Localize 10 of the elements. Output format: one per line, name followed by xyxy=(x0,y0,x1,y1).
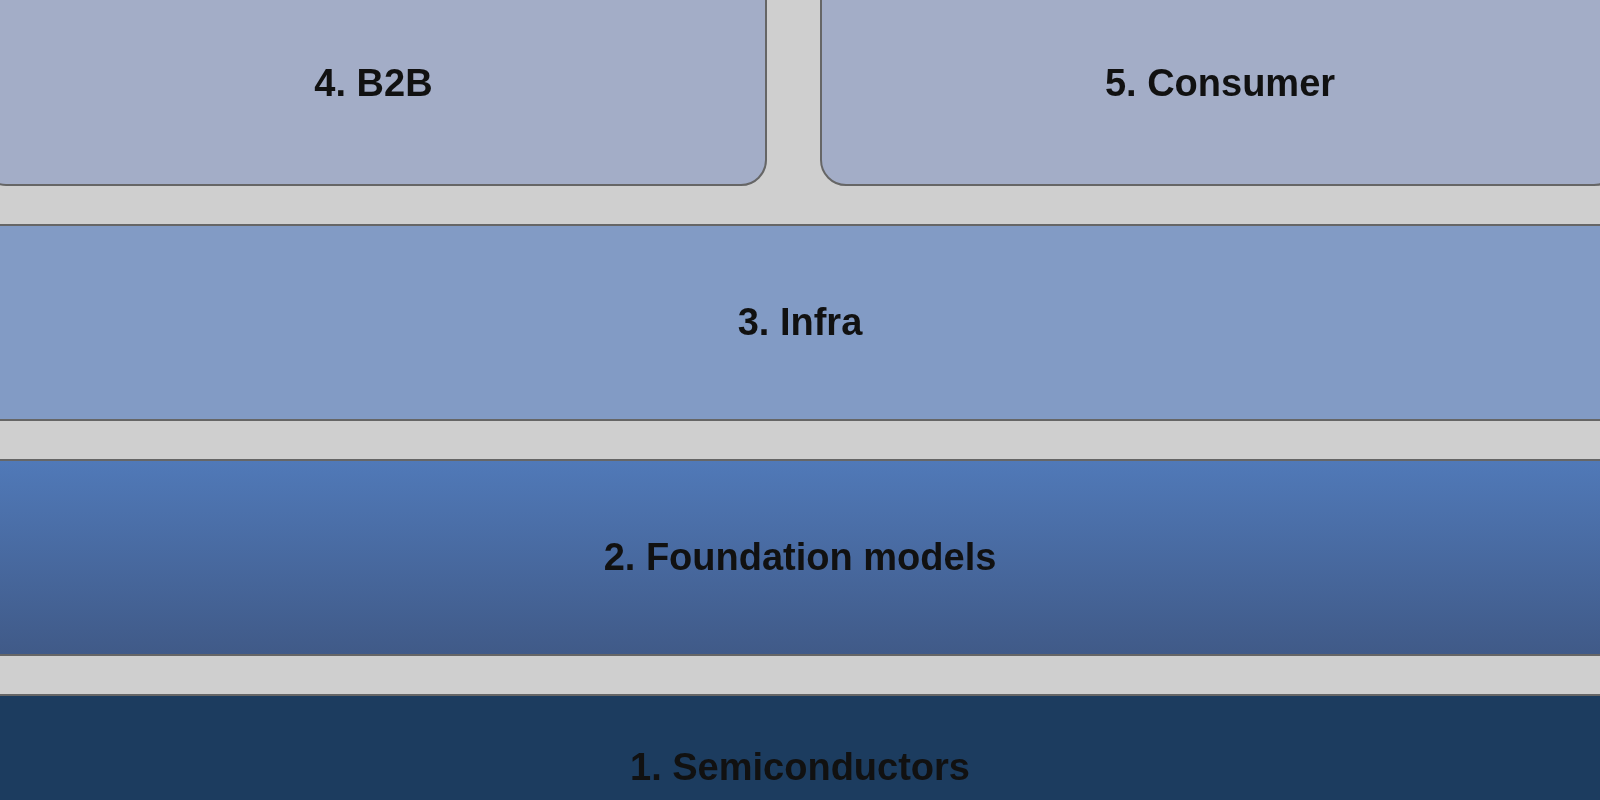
layer-label: 4. B2B xyxy=(314,61,433,105)
layer-box xyxy=(0,459,1600,656)
layer-label: 5. Consumer xyxy=(1104,61,1336,105)
layer-box xyxy=(0,0,767,186)
layer-box xyxy=(820,0,1600,186)
layer-label: 1. Semiconductors xyxy=(630,746,970,789)
layer-label: 3. Infra xyxy=(737,301,863,344)
layer-box xyxy=(0,694,1600,800)
layer-box xyxy=(0,224,1600,421)
layer-label: 2. Foundation models xyxy=(603,536,997,579)
